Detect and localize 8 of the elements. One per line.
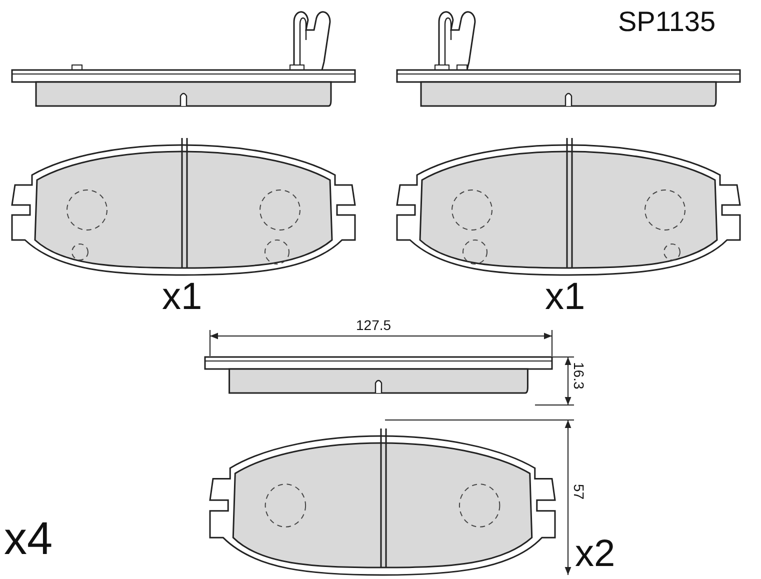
quantity-label: x1 [162,278,202,316]
quantity-label: x4 [4,515,53,561]
dimension-value: 57 [572,484,586,500]
quantity-label: x1 [545,278,586,316]
dimension-value: 127.5 [356,318,392,332]
quantity-label: x2 [575,535,616,573]
part-number: SP1135 [618,8,716,36]
dimension-value: 16.3 [572,362,586,390]
